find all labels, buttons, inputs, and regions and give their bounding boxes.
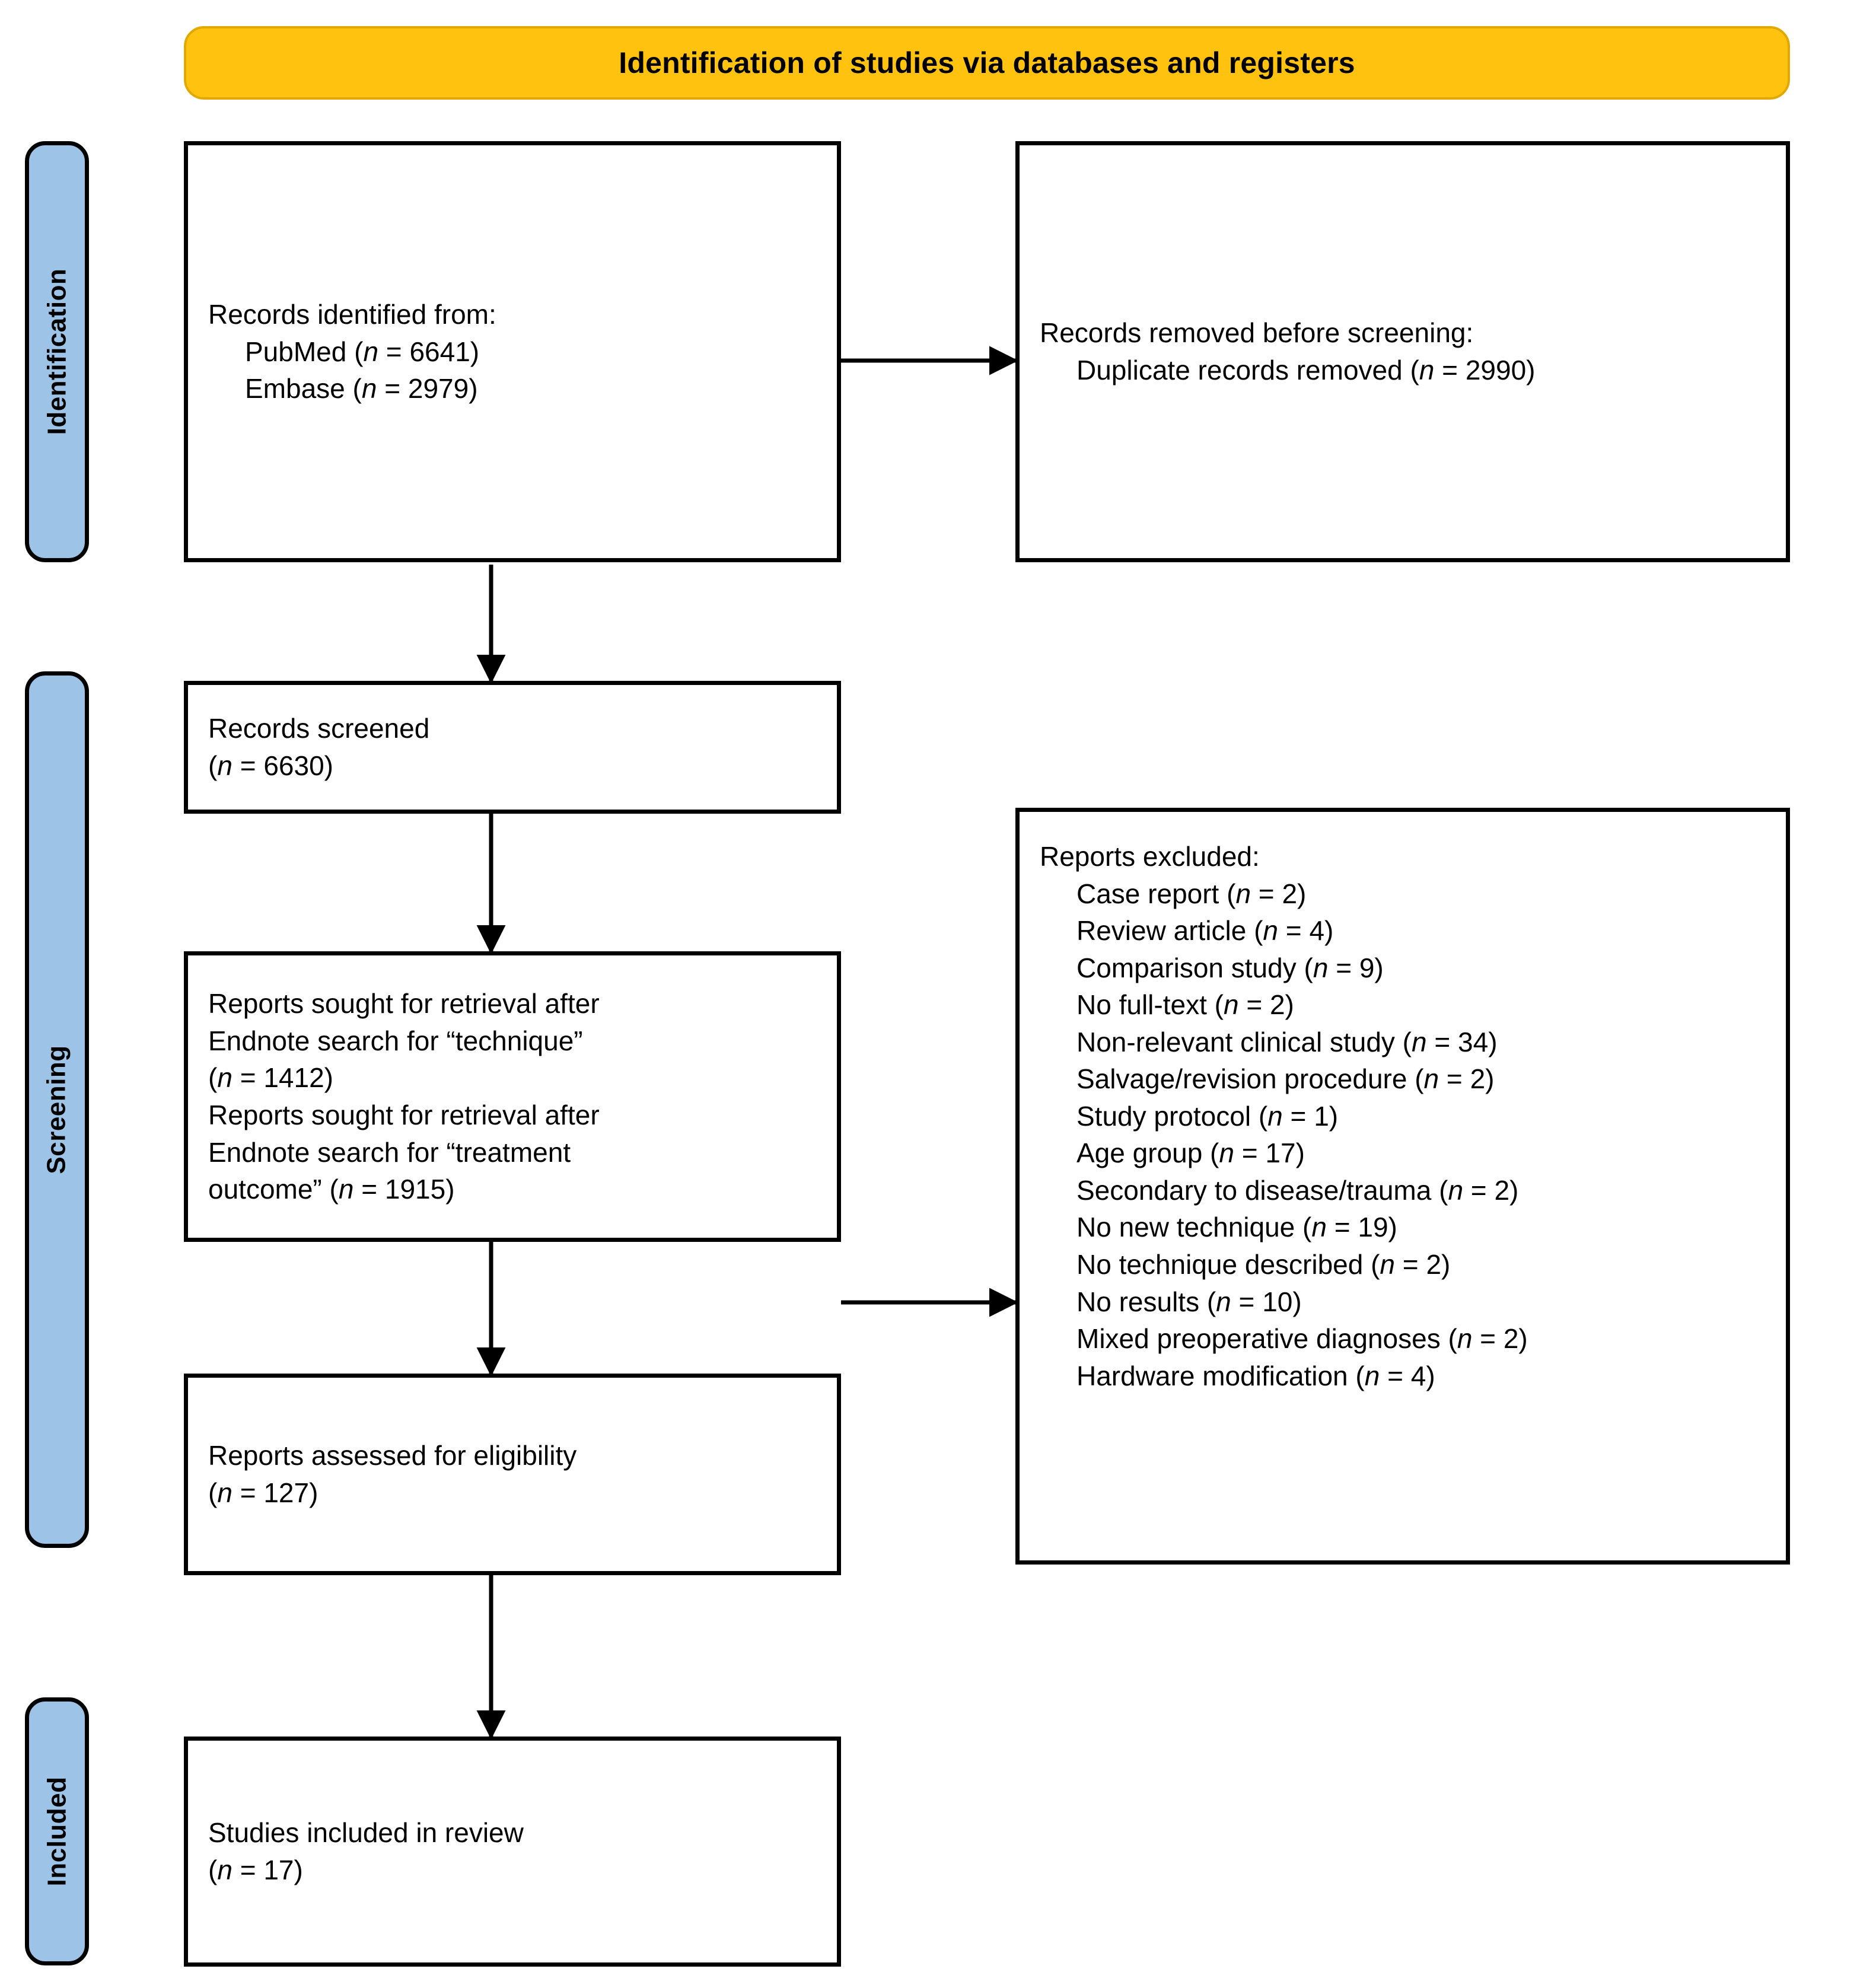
box-line: Reports assessed for eligibility [208,1440,577,1471]
box-line: Study protocol (n = 1) [1076,1100,1339,1132]
stage-header-title: Identification of studies via databases … [619,46,1355,79]
box-line: Review article (n = 4) [1076,915,1334,947]
box-line: Reports excluded: [1040,841,1260,872]
box-line: No technique described (n = 2) [1076,1249,1451,1280]
box-line: Records screened [208,713,430,744]
box-line: (n = 127) [208,1477,318,1508]
box-line: (n = 6630) [208,750,333,781]
phase-label-screening: Screening [25,671,89,1548]
box-line: (n = 17) [208,1855,303,1885]
box-line: No results (n = 10) [1076,1286,1302,1317]
box-line: Secondary to disease/trauma (n = 2) [1076,1174,1519,1206]
box-line: Case report (n = 2) [1076,878,1307,909]
box-line: outcome” (n = 1915) [208,1174,455,1205]
phase-label-included: Included [25,1697,89,1965]
box-line: Age group (n = 17) [1076,1138,1305,1169]
box-reports-excluded: Reports excluded: Case report (n = 2) Revi… [1015,808,1790,1565]
box-records-identified: Records identified from: PubMed (n = 6641… [184,141,841,562]
box-records-removed: Records removed before screening: Duplica… [1015,141,1790,562]
box-line: Records identified from: [208,299,496,330]
box-line: Mixed preoperative diagnoses (n = 2) [1076,1323,1528,1355]
phase-label-screening-text: Screening [42,1045,71,1174]
box-line: Endnote search for “treatment [208,1136,571,1168]
box-line: Reports sought for retrieval after [208,1100,600,1130]
box-line: Embase (n = 2979) [245,373,478,404]
phase-label-identification-text: Identification [42,268,71,435]
box-line: Non-relevant clinical study (n = 34) [1076,1026,1498,1057]
box-line: (n = 1412) [208,1062,333,1094]
box-reports-assessed: Reports assessed for eligibility (n = 127… [184,1374,841,1575]
box-line: Studies included in review [208,1817,524,1849]
box-line: Salvage/revision procedure (n = 2) [1076,1063,1495,1095]
box-records-screened: Records screened (n = 6630) [184,681,841,814]
box-line: No new technique (n = 19) [1076,1212,1397,1243]
box-line: PubMed (n = 6641) [245,336,480,367]
box-line: Endnote search for “technique” [208,1025,583,1056]
box-line: Hardware modification (n = 4) [1076,1360,1435,1391]
box-line: Duplicate records removed (n = 2990) [1076,355,1536,385]
stage-header-identification: Identification of studies via databases … [184,26,1790,100]
box-studies-included: Studies included in review (n = 17) [184,1737,841,1967]
phase-label-identification: Identification [25,141,89,562]
box-line: Reports sought for retrieval after [208,988,600,1019]
box-line: Records removed before screening: [1040,317,1474,349]
box-line: No full-text (n = 2) [1076,989,1294,1021]
phase-label-included-text: Included [42,1776,71,1887]
box-line: Comparison study (n = 9) [1076,952,1384,983]
